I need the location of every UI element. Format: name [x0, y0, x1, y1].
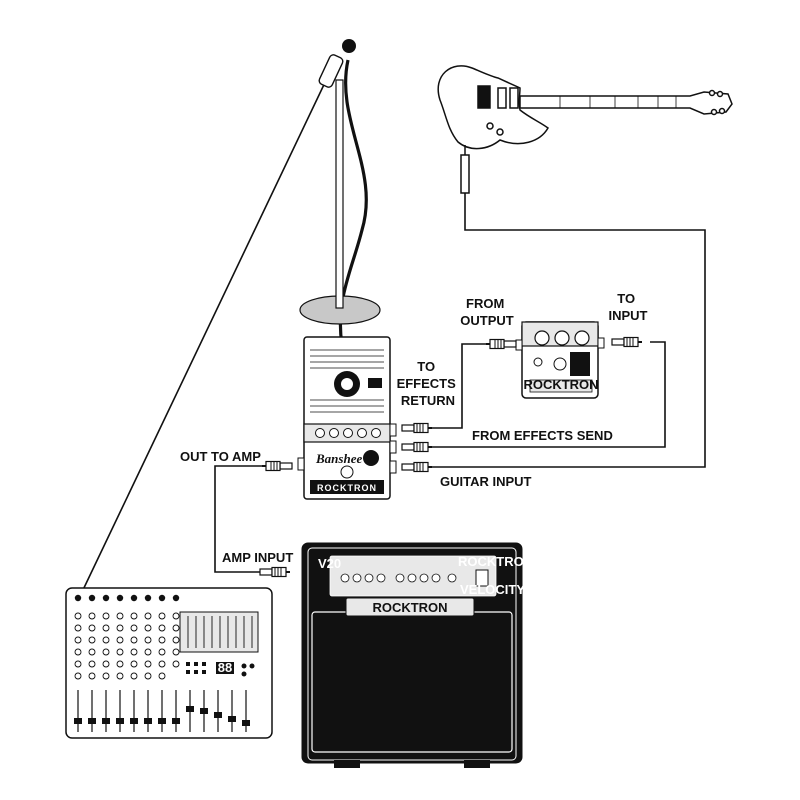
guitar-cable-plug-icon	[401, 422, 433, 434]
banshee-brand: ROCKTRON	[317, 483, 377, 493]
label-out-to-amp: OUT TO AMP	[180, 449, 261, 464]
cables	[81, 59, 706, 593]
amp-panel-brand: ROCKTRON	[458, 554, 533, 569]
amp-series: VELOCITY	[460, 582, 525, 597]
effects-pedal-brand: ROCKTRON	[523, 377, 598, 392]
cable-out-to-amp	[214, 465, 262, 573]
guitar-cable-plug-icon	[401, 461, 433, 473]
effects-pedal-icon	[515, 321, 605, 399]
guitar-cable-plug-icon	[611, 336, 643, 348]
label-from-output-line2: OUTPUT	[460, 313, 514, 328]
electric-guitar-icon	[437, 65, 733, 194]
mixer-display: 88	[218, 660, 232, 675]
label-amp-input: AMP INPUT	[222, 550, 293, 565]
label-to-effects-return-line1: TO	[417, 359, 435, 374]
cable-effects-return	[432, 343, 486, 429]
label-from-effects-send: FROM EFFECTS SEND	[472, 428, 613, 443]
label-to-input-line2: INPUT	[609, 308, 648, 323]
mixing-console-icon	[65, 587, 273, 739]
label-to-effects-return: TO EFFECTS RETURN	[397, 359, 460, 408]
guitar-cable-plug-icon	[485, 338, 517, 350]
microphone-stand-icon	[299, 39, 381, 325]
guitar-cable-plug-icon	[261, 460, 293, 472]
talkbox-tube	[338, 59, 368, 381]
label-from-output: FROM OUTPUT	[460, 296, 514, 328]
label-guitar-input: GUITAR INPUT	[440, 474, 532, 489]
label-to-effects-return-line2: EFFECTS	[397, 376, 457, 391]
cable-guitar	[432, 190, 706, 468]
amp-brand: ROCKTRON	[372, 600, 447, 615]
guitar-cable-plug-icon	[401, 441, 433, 453]
label-to-effects-return-line3: RETURN	[401, 393, 455, 408]
label-to-input: TO INPUT	[609, 291, 648, 323]
combo-amplifier-icon	[301, 542, 523, 768]
cable-mic-to-mixer	[81, 71, 331, 593]
cable-effects-send	[432, 341, 666, 448]
guitar-cable-plug-icon	[259, 566, 291, 578]
talkbox-pedal-icon	[297, 336, 397, 500]
label-to-input-line1: TO	[617, 291, 635, 306]
amp-model: V20	[318, 556, 341, 571]
banshee-logo: Banshee 2	[315, 451, 372, 466]
label-from-output-line1: FROM	[466, 296, 504, 311]
